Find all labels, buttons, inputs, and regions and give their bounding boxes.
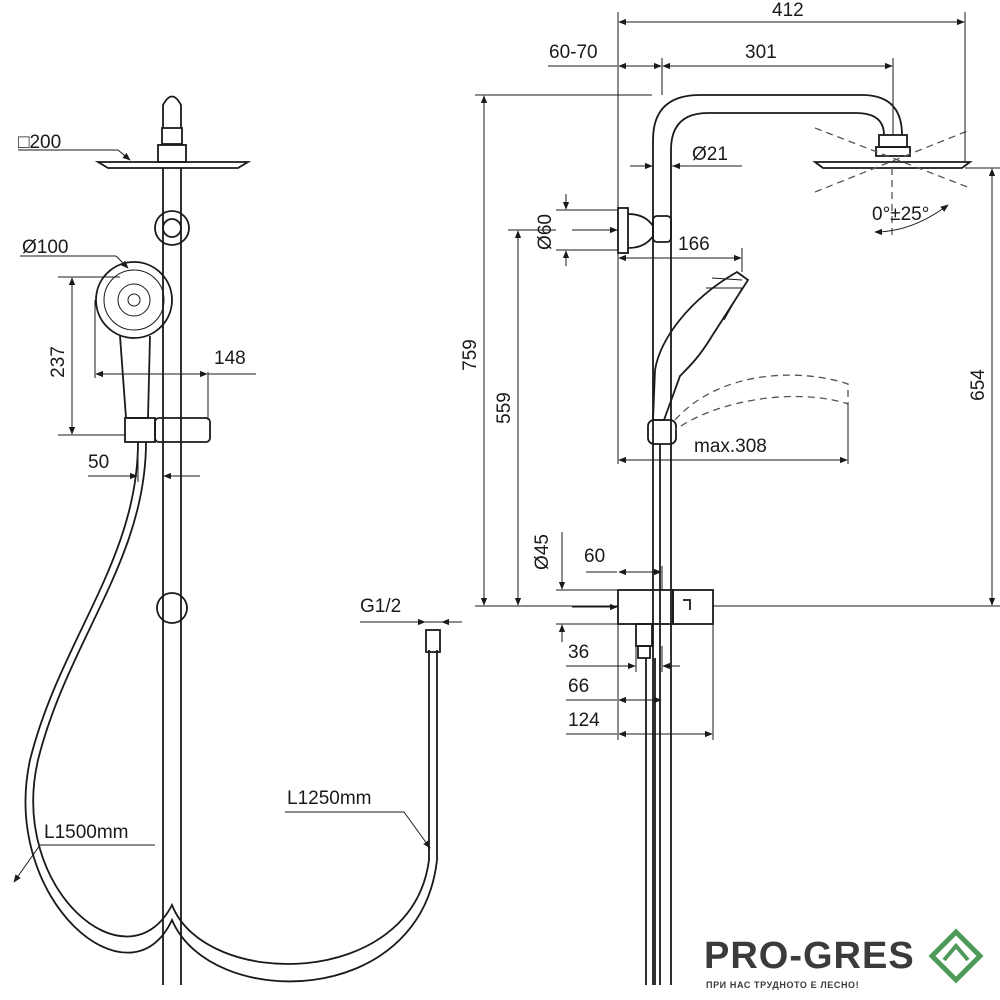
tilt-angle-label: 0°±25°	[872, 204, 929, 225]
hose-length-left-label: L1500mm	[44, 822, 129, 843]
head-size-label: □200	[18, 132, 61, 153]
head-height-label: 654	[968, 369, 989, 401]
holder-offset-label: 50	[88, 452, 109, 473]
dim-36-label: 36	[568, 642, 589, 663]
right-shower-column	[617, 94, 973, 985]
mixer-diameter-label: Ø45	[532, 534, 553, 570]
hose-length-right-label: L1250mm	[287, 788, 372, 809]
bracket-diameter-label: Ø60	[535, 214, 556, 250]
handshower-diameter-label: Ø100	[22, 237, 68, 258]
left-dimensions: □200 Ø100 237 148 50 G1/2 L1250mm L1500m…	[13, 132, 462, 883]
brand-logo: PRO-GRES ПРИ НАС ТРУДНОТО Е ЛЕСНО!	[704, 928, 984, 990]
wall-gap-label: 60-70	[549, 42, 598, 63]
mixer-offset-label: 60	[584, 546, 605, 567]
left-shower-column	[24, 95, 441, 985]
brand-tagline: ПРИ НАС ТРУДНОТО Е ЛЕСНО!	[706, 980, 859, 990]
handshower-height-label: 237	[48, 346, 69, 378]
handshower-offset-label: 148	[214, 348, 246, 369]
bracket-projection-label: 166	[678, 234, 710, 255]
diamond-icon	[928, 928, 984, 984]
max-reach-label: max.308	[694, 436, 767, 457]
right-dimensions: 412 60-70 301 759 Ø21 Ø60 166 0°±25° 5	[460, 0, 1000, 740]
dim-66-label: 66	[568, 676, 589, 697]
dim-124-label: 124	[568, 710, 600, 731]
total-height-label: 759	[460, 339, 481, 371]
thread-label: G1/2	[360, 596, 401, 617]
rail-height-label: 559	[494, 392, 515, 424]
arm-length-label: 301	[745, 42, 777, 63]
total-width-label: 412	[772, 0, 804, 21]
pipe-diameter-label: Ø21	[692, 144, 728, 165]
brand-name: PRO-GRES	[704, 935, 915, 977]
